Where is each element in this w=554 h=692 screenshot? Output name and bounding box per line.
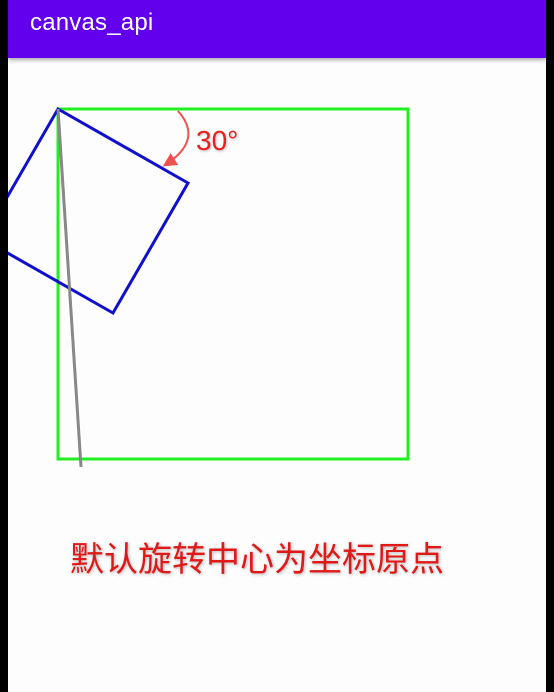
rotation-angle-label: 30° bbox=[196, 125, 239, 156]
app-screen: canvas_api 30° 默认旋转中心为坐标原点 bbox=[8, 0, 546, 692]
rotation-arrow bbox=[162, 110, 190, 167]
caption-text: 默认旋转中心为坐标原点 bbox=[70, 540, 444, 580]
rotated-axis-line bbox=[56, 108, 83, 468]
rotated-square bbox=[8, 106, 191, 316]
app-bar: canvas_api bbox=[8, 0, 546, 58]
drawing-canvas bbox=[8, 106, 410, 468]
original-square bbox=[56, 107, 410, 461]
app-title: canvas_api bbox=[30, 9, 154, 36]
